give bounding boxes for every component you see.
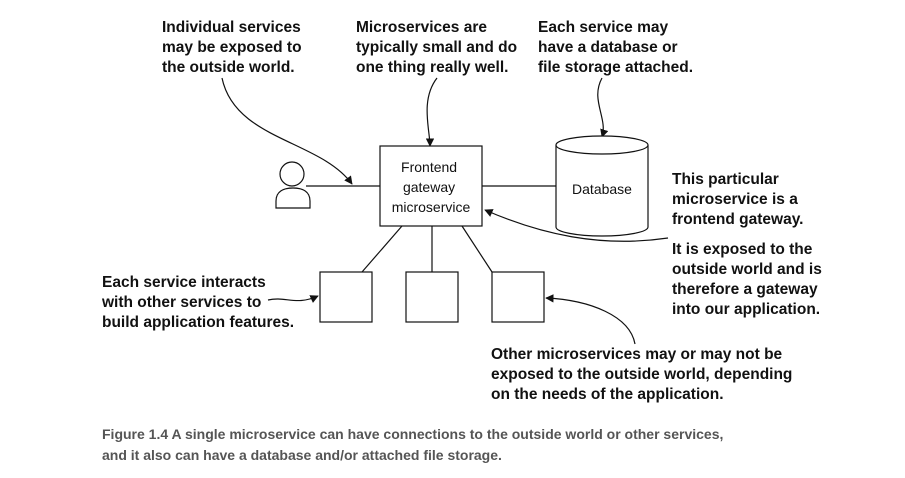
link-gateway-service-3 — [461, 225, 493, 273]
arrow-frontend-to-gateway — [484, 209, 669, 242]
gateway-label: Frontend gateway microservice — [392, 159, 471, 215]
annotation-exposed-gateway: It is exposed to the outside world and i… — [672, 241, 826, 318]
gateway-box: Frontend gateway microservice — [379, 145, 483, 227]
user-icon — [275, 161, 311, 209]
arrow-storage-to-database — [597, 77, 609, 138]
link-gateway-service-1 — [361, 225, 403, 273]
service-box-3 — [491, 271, 545, 323]
annotation-frontend-gateway: This particular microservice is a fronte… — [672, 171, 803, 228]
arrow-other-to-service — [545, 294, 636, 345]
arrow-small-to-gateway — [425, 77, 438, 147]
service-box-1 — [319, 271, 373, 323]
database-label: Database — [572, 181, 632, 197]
service-box-2 — [405, 271, 459, 323]
annotation-individual-services: Individual services may be exposed to th… — [162, 19, 306, 76]
figure-caption: Figure 1.4 A single microservice can hav… — [102, 426, 727, 463]
arrow-individual-to-link — [221, 77, 353, 185]
arrow-interacts-to-service — [267, 295, 319, 303]
annotation-other-microservices: Other microservices may or may not be ex… — [491, 346, 797, 403]
annotation-database-storage: Each service may have a database or file… — [538, 19, 693, 76]
annotation-service-interacts: Each service interacts with other servic… — [101, 274, 294, 331]
database-cylinder-icon: Database — [555, 135, 649, 237]
annotation-small-services: Microservices are typically small and do… — [356, 19, 521, 76]
